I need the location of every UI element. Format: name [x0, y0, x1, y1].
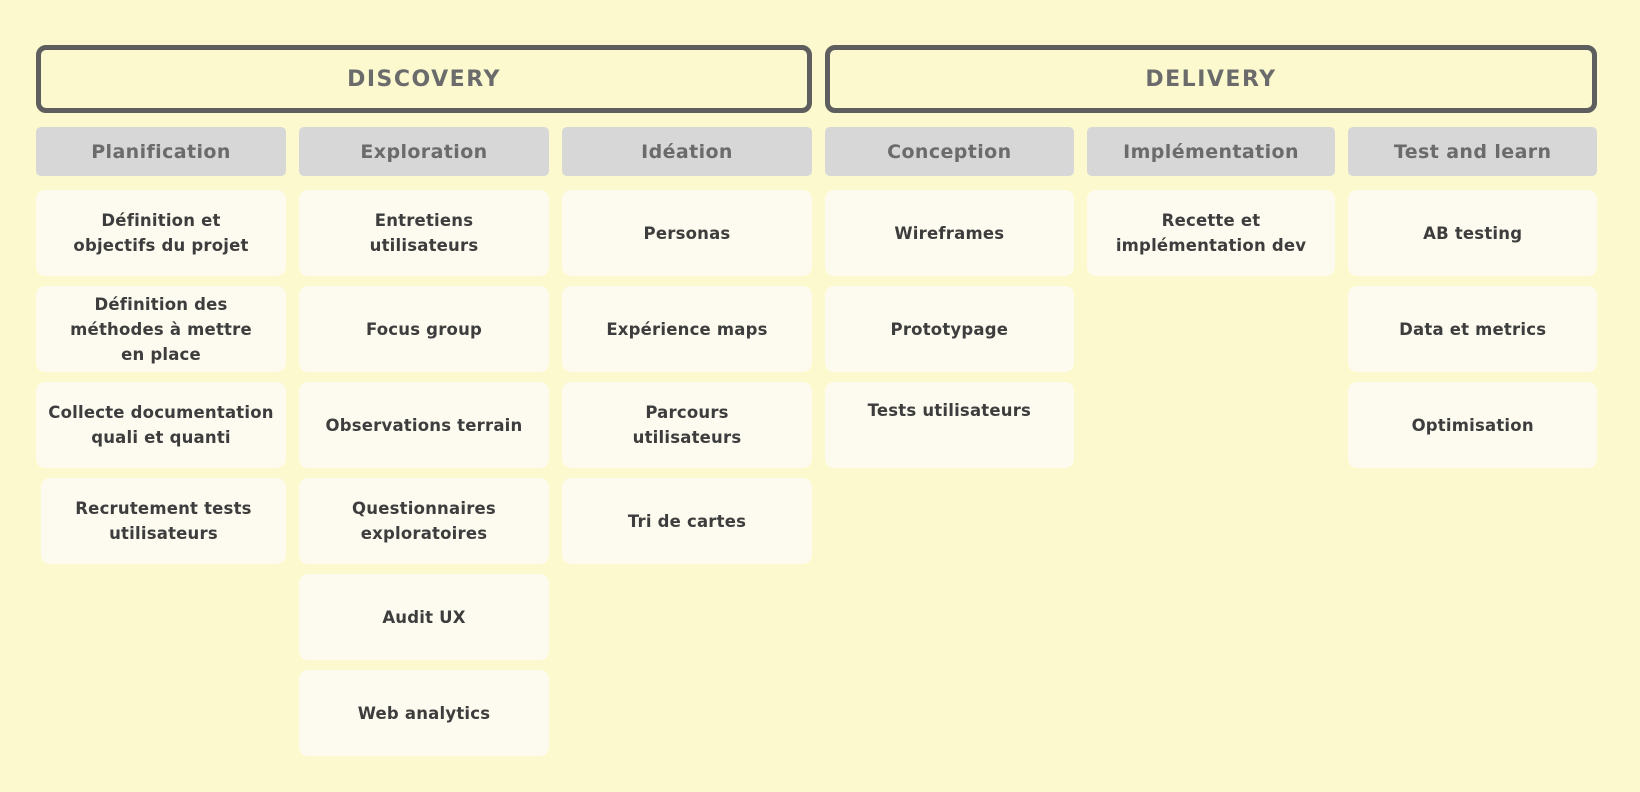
method-card: Recrutement tests utilisateurs	[41, 478, 286, 564]
delivery-columns: Conception Wireframes Prototypage Tests …	[825, 127, 1598, 478]
method-card: Collecte documentation quali et quanti	[36, 382, 286, 468]
phase-delivery: DELIVERY Conception Wireframes Prototypa…	[825, 45, 1598, 766]
delivery-title: DELIVERY	[1145, 66, 1277, 92]
column-planification: Planification Définition et objectifs du…	[36, 127, 286, 766]
discovery-title: DISCOVERY	[347, 66, 501, 92]
method-card: Tri de cartes	[562, 478, 812, 564]
method-card: Définition des méthodes à mettre en plac…	[36, 286, 286, 372]
method-card: Personas	[562, 190, 812, 276]
column-exploration: Exploration Entretiens utilisateurs Focu…	[299, 127, 549, 766]
phase-discovery: DISCOVERY Planification Définition et ob…	[36, 45, 812, 766]
method-card: Recette et implémentation dev	[1086, 190, 1336, 276]
column-header-planification: Planification	[36, 127, 286, 176]
column-ideation: Idéation Personas Expérience maps Parcou…	[562, 127, 812, 766]
column-test-and-learn: Test and learn AB testing Data et metric…	[1348, 127, 1598, 478]
discovery-title-box: DISCOVERY	[36, 45, 812, 113]
method-card: Observations terrain	[299, 382, 549, 468]
column-header-implementation: Implémentation	[1086, 127, 1336, 176]
column-header-conception: Conception	[825, 127, 1074, 176]
method-card: Optimisation	[1348, 382, 1598, 468]
phases-row: DISCOVERY Planification Définition et ob…	[36, 45, 1598, 766]
method-card: Parcours utilisateurs	[562, 382, 812, 468]
column-conception: Conception Wireframes Prototypage Tests …	[825, 127, 1074, 478]
column-header-test-and-learn: Test and learn	[1348, 127, 1598, 176]
method-card: Wireframes	[825, 190, 1074, 276]
method-card: Data et metrics	[1348, 286, 1598, 372]
column-header-exploration: Exploration	[299, 127, 549, 176]
method-card: Expérience maps	[562, 286, 812, 372]
method-card: Prototypage	[825, 286, 1074, 372]
delivery-title-box: DELIVERY	[825, 45, 1597, 113]
method-card: Focus group	[299, 286, 549, 372]
discovery-columns: Planification Définition et objectifs du…	[36, 127, 812, 766]
method-card: Questionnaires exploratoires	[299, 478, 549, 564]
method-card: Audit UX	[299, 574, 549, 660]
method-card: Définition et objectifs du projet	[36, 190, 286, 276]
column-header-ideation: Idéation	[562, 127, 812, 176]
method-card: Entretiens utilisateurs	[299, 190, 549, 276]
method-card: Web analytics	[299, 670, 549, 756]
method-card: Tests utilisateurs	[825, 382, 1074, 468]
method-card: AB testing	[1348, 190, 1598, 276]
column-implementation: Implémentation Recette et implémentation…	[1086, 127, 1336, 478]
